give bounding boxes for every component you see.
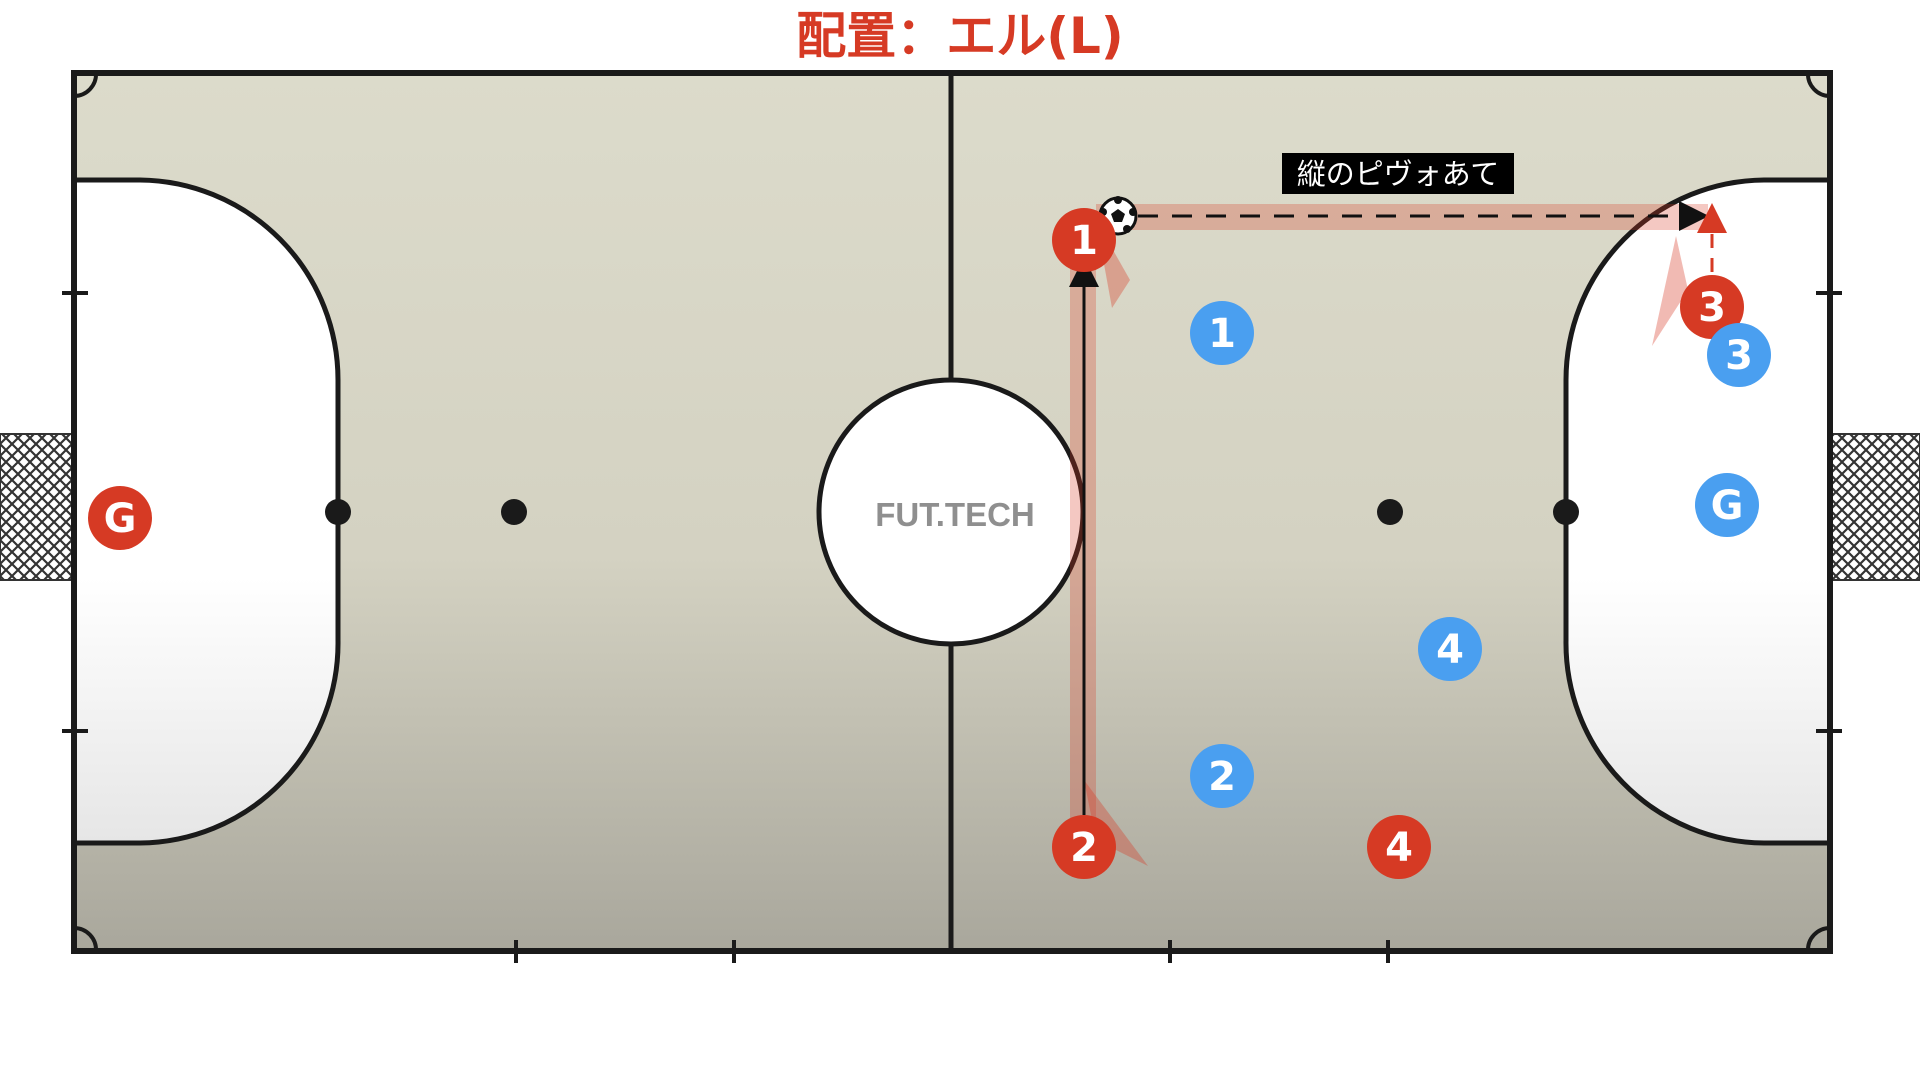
left-penalty-spot [325, 499, 351, 525]
player-3-run-trail-tail [1652, 236, 1688, 346]
red-player-2[interactable]: 2 [1052, 815, 1116, 879]
blue-player-3-label: 3 [1725, 333, 1753, 379]
right-penalty-spot [1553, 499, 1579, 525]
pass-trail [1096, 204, 1708, 230]
right-second-penalty-spot [1377, 499, 1403, 525]
red-player-4-label: 4 [1385, 825, 1413, 871]
red-player-3-label: 3 [1698, 285, 1726, 331]
blue-player-4-label: 4 [1436, 627, 1464, 673]
red-player-4[interactable]: 4 [1367, 815, 1431, 879]
left-goal-net [0, 433, 73, 581]
blue-player-g-label: G [1711, 483, 1744, 529]
left-penalty-area [71, 177, 341, 846]
corner-arc-top-left [73, 72, 99, 99]
red-player-3[interactable]: 3 [1680, 275, 1744, 339]
diagram-title: 配置：エル(L) [796, 7, 1124, 65]
pivot-pass-callout: 縦のピヴォあて [1282, 153, 1514, 194]
boundary-tick-marks [62, 291, 1842, 963]
court-logo: FUT.TECH [875, 496, 1035, 533]
blue-player-1-label: 1 [1208, 311, 1236, 357]
corner-arc-top-right [1805, 72, 1831, 99]
corner-arc-bottom-right [1805, 925, 1831, 952]
blue-player-3[interactable]: 3 [1707, 323, 1771, 387]
player-2-run-trail-tail [1084, 780, 1148, 866]
left-second-penalty-spot [501, 499, 527, 525]
red-player-2-label: 2 [1070, 825, 1098, 871]
red-player-1-label: 1 [1070, 218, 1098, 264]
blue-player-4[interactable]: 4 [1418, 617, 1482, 681]
blue-player-1[interactable]: 1 [1190, 301, 1254, 365]
callout-text: 縦のピヴォあて [1297, 157, 1499, 191]
blue-player-g[interactable]: G [1695, 473, 1759, 537]
red-player-g-label: G [104, 496, 137, 542]
red-player-g[interactable]: G [88, 486, 152, 550]
blue-player-2-label: 2 [1208, 754, 1236, 800]
red-player-1[interactable]: 1 [1052, 208, 1116, 272]
right-goal-net [1829, 433, 1920, 581]
corner-arc-bottom-left [73, 925, 99, 952]
callout-background [1282, 153, 1514, 194]
blue-player-2[interactable]: 2 [1190, 744, 1254, 808]
